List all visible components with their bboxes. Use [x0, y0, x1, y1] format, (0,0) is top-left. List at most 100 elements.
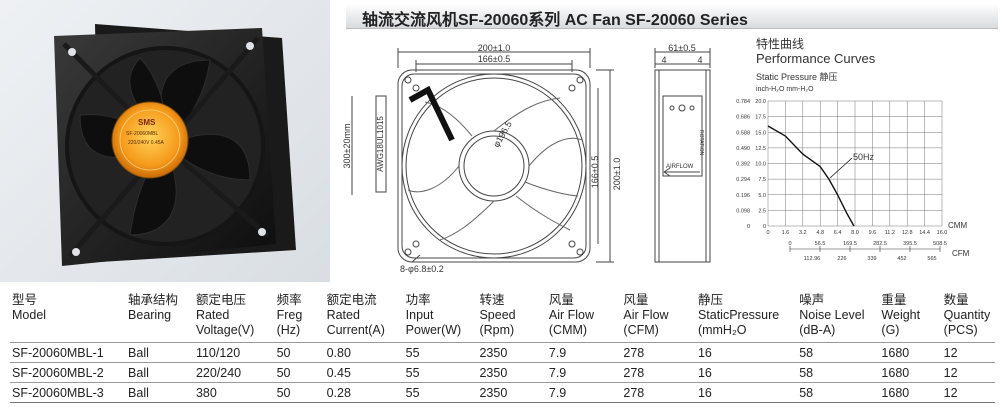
dim-width-hole: 166±0.5 [478, 54, 510, 64]
table-cell: 220/240 [193, 362, 275, 383]
table-cell: Ball [126, 382, 194, 403]
y-tick-label-inch: 0.490 [736, 146, 750, 152]
table-cell: 55 [403, 342, 478, 363]
x-tick-label-cmm: 0 [766, 230, 769, 236]
hub-label-model: SF-20060MBL [126, 131, 159, 137]
x-tick-label-cfm-top: 0 [788, 241, 791, 247]
perf-y-units: inch-H₂O mm-H₂O [756, 86, 814, 93]
x-tick-label-cfm-bottom: 112.96 [804, 256, 820, 262]
table-cell: 0.45 [324, 362, 404, 383]
column-header-line: 轴承结构 [128, 293, 179, 307]
y-tick-label-inch: 0.294 [736, 177, 750, 183]
y-tick-label-inch: 0.588 [736, 130, 750, 136]
table-cell: 2350 [477, 382, 547, 403]
table-cell: 2350 [477, 342, 547, 363]
table-cell: 50 [274, 382, 325, 403]
x-tick-label-cmm: 3.2 [799, 230, 807, 236]
table-cell: SF-20060MBL-1 [10, 342, 127, 363]
column-header-line: (mmH₂O [697, 323, 747, 337]
dim-mount-holes: 8-φ6.8±0.2 [400, 264, 444, 274]
y-tick-label-inch: 0.098 [736, 208, 750, 214]
column-header-line: Rated [195, 308, 230, 322]
x-unit-cmm: CMM [948, 221, 967, 230]
column-header-line: (G) [881, 323, 900, 337]
x-tick-label-cfm-top: 56.5 [815, 241, 826, 247]
y-tick-label-mm: 7.5 [758, 177, 766, 183]
dim-diameter: φ196.5 [491, 119, 514, 149]
product-photo: SMS SF-20060MBL 220/240V 0.45A [0, 0, 330, 282]
column-header-line: (CMM) [548, 323, 588, 337]
y-tick-label-mm: 17.5 [755, 115, 766, 121]
curve-50hz [767, 125, 855, 227]
column-header-line: Input [405, 308, 434, 322]
table-cell: 1680 [879, 362, 942, 383]
dim-depth: 61±0.5 [668, 43, 695, 53]
chart-grid [767, 100, 943, 227]
table-cell: 1680 [879, 342, 942, 363]
table-cell: 278 [621, 382, 696, 403]
table-cell: 278 [621, 362, 696, 383]
y-tick-label-inch: 0.392 [736, 162, 750, 168]
chart-y-ticks: 002.50.0985.00.1967.50.29410.00.39212.50… [736, 99, 766, 230]
column-header-line: Air Flow [548, 308, 595, 322]
column-header-line: Quantity [943, 308, 991, 322]
column-header-line: Noise Level [799, 308, 865, 322]
x-tick-label-cfm-bottom: 565 [927, 256, 936, 262]
table-cell: 110/120 [193, 342, 275, 363]
column-header-line: 静压 [697, 293, 723, 307]
x-tick-label-cfm-top: 169.5 [843, 241, 857, 247]
x-tick-label-cmm: 1.6 [782, 230, 790, 236]
table-cell: 58 [797, 342, 880, 363]
table-cell: 7.9 [546, 342, 622, 363]
table-cell: 50 [274, 342, 325, 363]
column-header-line: 额定电压 [195, 293, 246, 307]
y-tick-label-mm: 20.0 [755, 99, 766, 105]
y-tick-label-inch: 0.686 [736, 115, 750, 121]
hub-label-brand: SMS [138, 118, 156, 127]
column-header-line: Bearing [128, 308, 172, 322]
table-cell: 7.9 [546, 382, 622, 403]
dim-side-left: 4 [661, 55, 666, 65]
x-tick-label-cfm-bottom: 452 [897, 256, 906, 262]
y-tick-label-mm: 12.5 [755, 146, 766, 152]
y-tick-label-mm: 0 [763, 224, 766, 230]
column-header-line: StaticPressure [697, 308, 780, 322]
table-cell: 16 [695, 362, 798, 383]
x-tick-label-cmm: 16.0 [937, 230, 948, 236]
table-cell: Ball [126, 342, 194, 363]
x-tick-label-cfm-top: 508.5 [933, 241, 947, 247]
column-header-line: (dB-A) [799, 323, 836, 337]
fan-photo-image [54, 24, 296, 266]
column-header-line: Current(A) [326, 323, 385, 337]
header-title: 轴流交流风机SF-20060系列 AC Fan SF-20060 Series [362, 12, 748, 29]
front-view-drawing [351, 48, 614, 263]
column-header-line: (Hz) [276, 323, 301, 337]
dim-side-right: 4 [697, 55, 702, 65]
column-header-line: 型号 [12, 293, 38, 307]
hub-label-spec: 220/240V 0.45A [128, 140, 164, 146]
perf-title-cn: 特性曲线 [756, 36, 804, 51]
y-tick-label-mm: 15.0 [755, 130, 766, 136]
dim-cable-length: 300±20mm [342, 124, 352, 169]
y-tick-label-inch: 0 [747, 224, 750, 230]
column-header-line: Air Flow [623, 308, 669, 322]
dim-height-outer: 200±1.0 [612, 158, 622, 190]
table-cell: 12 [941, 382, 995, 403]
y-tick-label-mm: 10.0 [755, 162, 766, 168]
y-tick-label-inch: 0.196 [736, 193, 750, 199]
side-view-drawing [654, 48, 711, 263]
table-cell: 55 [403, 362, 478, 383]
column-header-line: (Rpm) [479, 323, 515, 337]
table-cell: SF-20060MBL-3 [10, 382, 127, 403]
column-header-line: 额定电流 [326, 293, 377, 307]
